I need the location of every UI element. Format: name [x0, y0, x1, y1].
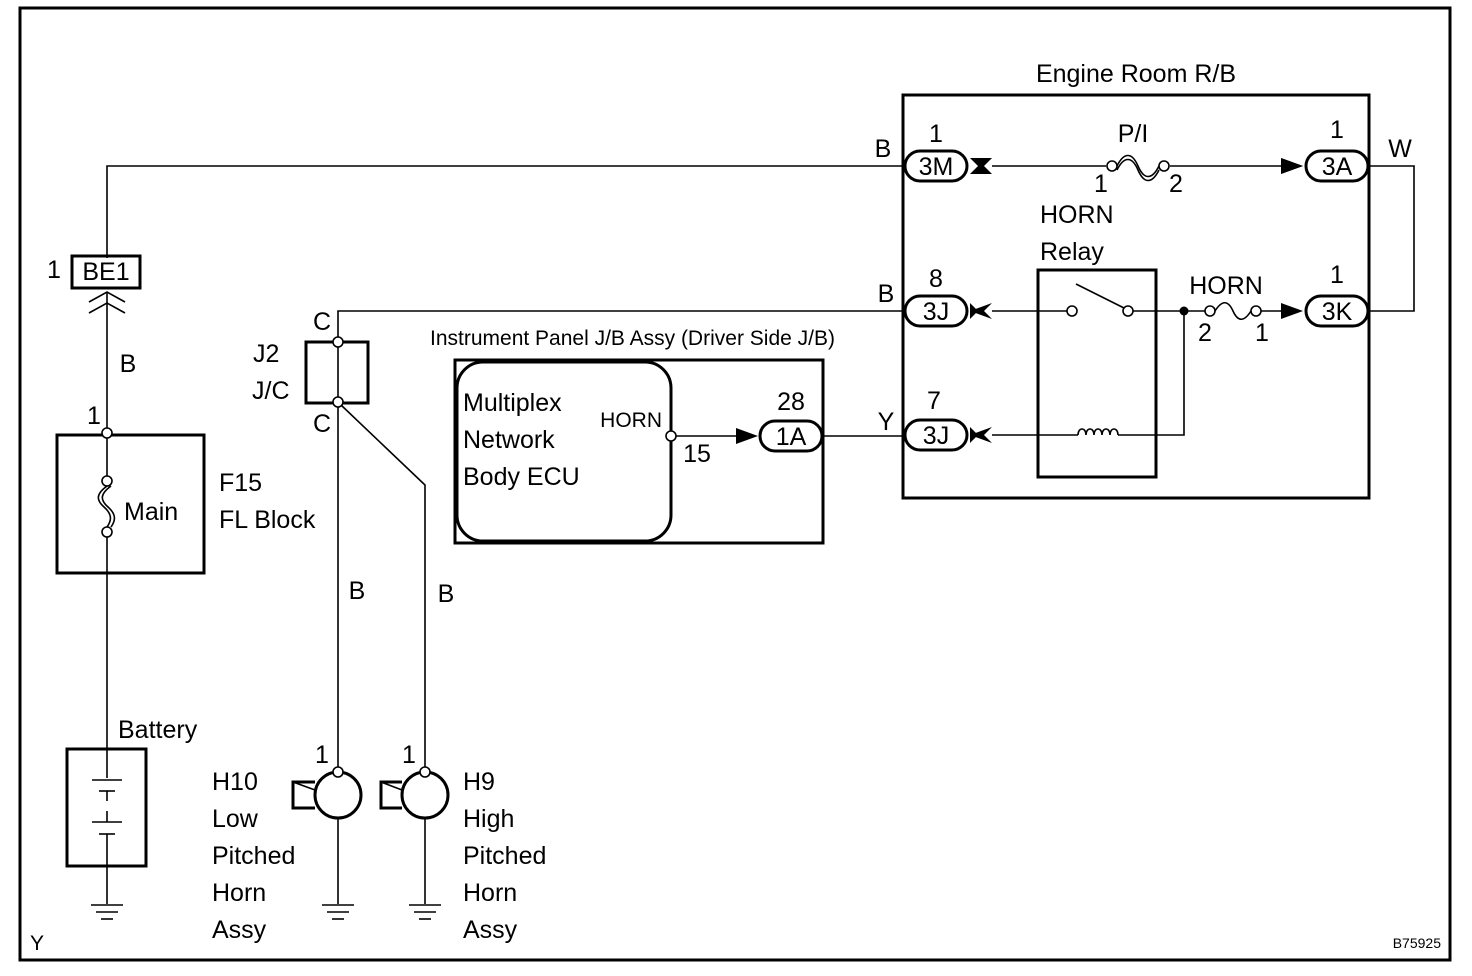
connector-1a-id: 1A [776, 423, 807, 451]
main-fuse-icon [97, 485, 112, 528]
battery [65, 747, 148, 904]
connector-1a [758, 419, 824, 453]
horn-low-icon [291, 766, 363, 904]
fl-block-fuse-label: Main [124, 498, 178, 526]
fuse-pi-pin-left: 1 [1094, 170, 1108, 198]
connector-3j-top: 3J 8 [903, 265, 992, 328]
connector-be1-pin: 1 [47, 256, 61, 284]
horn-high-id: H9 [463, 768, 495, 796]
wire-color-3a: W [1388, 135, 1412, 163]
ecu-line-1: Multiplex [463, 389, 562, 417]
connector-3k-id: 3K [1322, 298, 1353, 326]
wire-color-3j-top: B [878, 280, 895, 308]
fuse-horn-pin-left: 2 [1198, 319, 1212, 347]
connector-be1-id: BE1 [82, 258, 129, 286]
fuse-pi-label: P/I [1118, 120, 1149, 148]
wire-color-be1: B [120, 350, 137, 378]
connector-3j-top-pin: 8 [929, 265, 943, 293]
engine-room-rb: Engine Room R/B 3M 1 B 3A 1 W P/I 1 [875, 60, 1415, 500]
connector-3k-pin: 1 [1330, 261, 1344, 289]
horn-high-icon [379, 766, 450, 904]
ground-high-horn-icon [409, 904, 441, 920]
fuse-horn-label: HORN [1189, 272, 1263, 300]
connector-3m-id: 3M [919, 153, 954, 181]
fl-block: 1 Main [55, 402, 206, 575]
wire-color-low-horn: B [349, 577, 366, 605]
ecu-line-2: Network [463, 426, 555, 454]
wire-color-3m: B [875, 135, 892, 163]
horn-high-pin: 1 [402, 741, 416, 769]
horn-high-line-4: Assy [463, 916, 518, 944]
horn-relay-label-2: Relay [1040, 238, 1104, 266]
ip-jb: Multiplex Network Body ECU HORN 15 1A 28 [453, 358, 825, 545]
connector-3j-bottom-pin: 7 [927, 387, 941, 415]
ecu-terminal-pin: 15 [683, 440, 711, 468]
connector-3a-pin: 1 [1330, 116, 1344, 144]
connector-3k: 3K 1 [1281, 261, 1370, 328]
horn-low-pin: 1 [315, 741, 329, 769]
horn-relay-label-1: HORN [1040, 201, 1114, 229]
horn-relay-coil [1077, 428, 1119, 436]
fuse-pi [1106, 154, 1170, 182]
horn-low-id: H10 [212, 768, 258, 796]
connector-3m-pin: 1 [929, 120, 943, 148]
fl-block-name: FL Block [219, 506, 316, 534]
horn-low-line-2: Pitched [212, 842, 295, 870]
engine-room-rb-box [901, 93, 1371, 500]
battery-label: Battery [118, 716, 198, 744]
horn-low-line-4: Assy [212, 916, 267, 944]
fl-block-id: F15 [219, 469, 262, 497]
horn-high-line-3: Horn [463, 879, 517, 907]
fuse-horn-pin-right: 1 [1255, 319, 1269, 347]
wire-color-high-horn: B [438, 580, 455, 608]
diagram-frame [18, 6, 1452, 962]
fuse-horn [1204, 301, 1283, 321]
junction-pin-bottom: C [313, 410, 331, 438]
diagram-code: B75925 [1393, 935, 1441, 951]
junction-id: J2 [253, 340, 279, 368]
horn-high-line-1: High [463, 805, 514, 833]
ground-battery-icon [91, 904, 123, 920]
ip-jb-title: Instrument Panel J/B Assy (Driver Side J… [430, 327, 835, 350]
fl-block-pin: 1 [87, 402, 101, 430]
horn-high-line-2: Pitched [463, 842, 546, 870]
connector-3m: 3M 1 [903, 120, 992, 183]
footer-left: Y [30, 932, 44, 955]
junction-pin-top: C [313, 308, 331, 336]
fuse-pi-pin-right: 2 [1169, 170, 1183, 198]
ground-low-horn-icon [322, 904, 354, 920]
ecu-line-3: Body ECU [463, 463, 580, 491]
horn-low-line-3: Horn [212, 879, 266, 907]
connector-3j-bottom-id: 3J [923, 422, 949, 450]
connector-3j-bottom: 3J 7 [903, 387, 992, 452]
body-ecu-box [455, 360, 673, 543]
connector-3j-top-id: 3J [923, 298, 949, 326]
connector-1a-pin: 28 [777, 388, 805, 416]
junction-j2 [304, 336, 370, 408]
connector-be1: BE1 1 [47, 254, 142, 314]
connector-3a: 3A 1 [1281, 116, 1370, 183]
wire-color-3j-bottom: Y [878, 408, 895, 436]
horn-low-line-1: Low [212, 805, 259, 833]
junction-type: J/C [252, 377, 290, 405]
engine-room-rb-title: Engine Room R/B [1036, 60, 1236, 88]
horn-relay-box [1036, 268, 1158, 479]
ecu-terminal-label: HORN [600, 409, 662, 432]
connector-3a-id: 3A [1322, 153, 1353, 181]
